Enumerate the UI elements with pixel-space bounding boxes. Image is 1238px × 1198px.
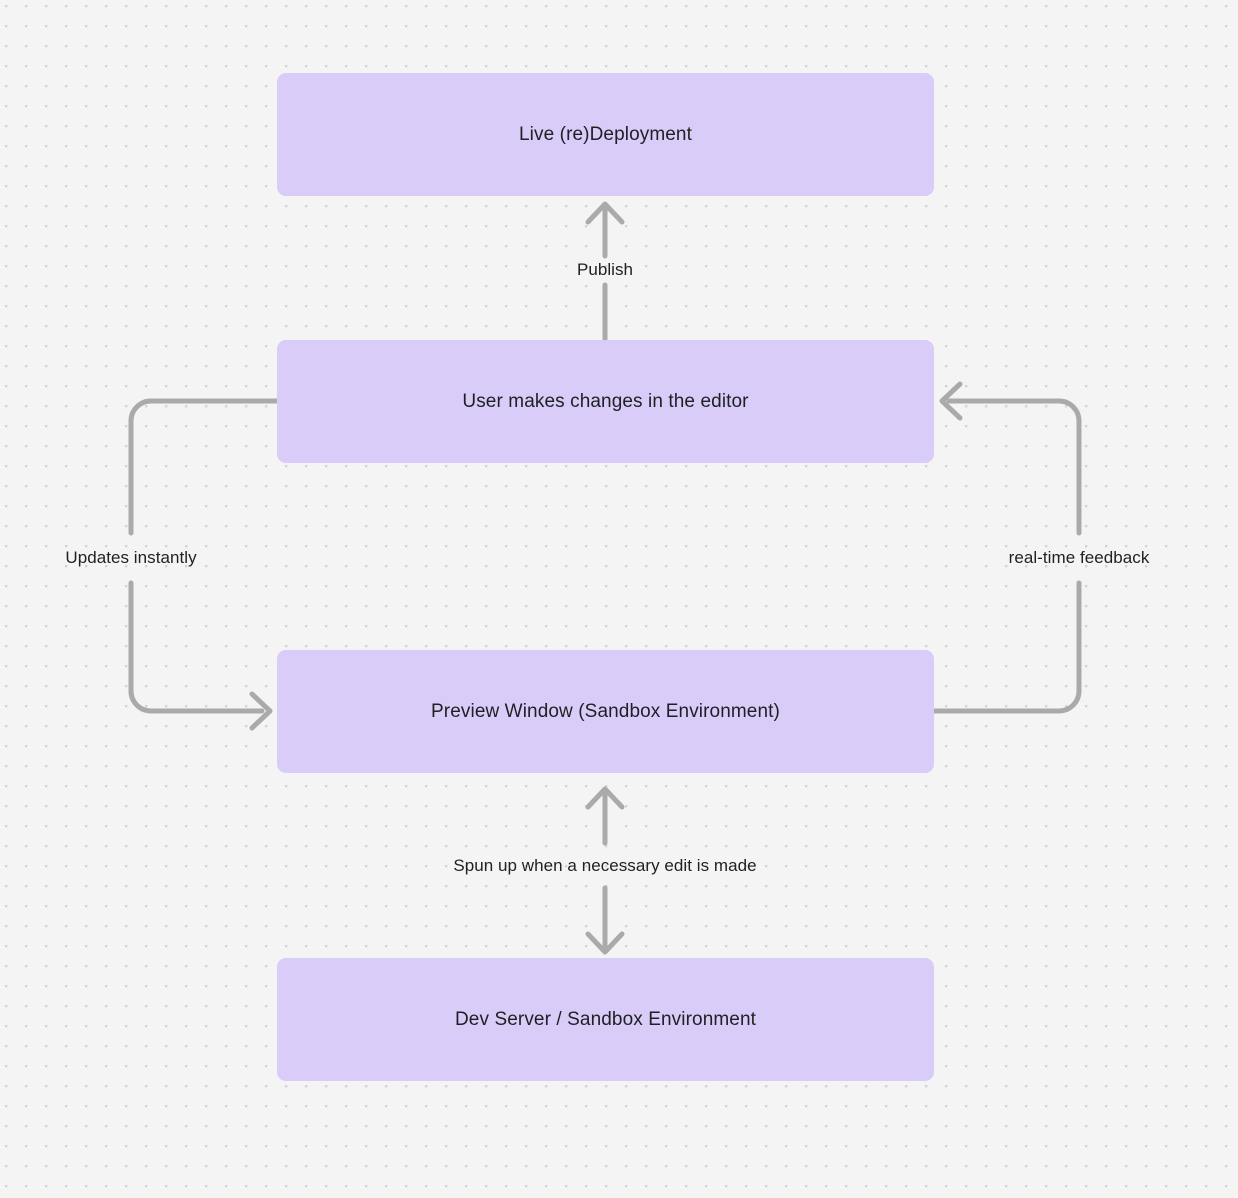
node-dev-server[interactable]: Dev Server / Sandbox Environment <box>277 958 934 1081</box>
arrowhead-down-spun <box>585 931 625 955</box>
arrowhead-left-feedback <box>939 381 963 421</box>
edge-label-spun-up: Spun up when a necessary edit is made <box>453 855 757 875</box>
arrowhead-right-updates <box>249 691 273 731</box>
node-user-edits[interactable]: User makes changes in the editor <box>277 340 934 463</box>
node-label: Preview Window (Sandbox Environment) <box>431 700 780 722</box>
arrowhead-up-publish <box>585 201 625 225</box>
node-label: Dev Server / Sandbox Environment <box>454 1008 756 1030</box>
edge-label-publish: Publish <box>576 259 634 279</box>
arrowhead-up-spun <box>585 786 625 810</box>
node-label: Live (re)Deployment <box>519 123 692 145</box>
node-live-deployment[interactable]: Live (re)Deployment <box>277 73 934 196</box>
edge-label-real-time-feedback: real-time feedback <box>1008 547 1150 567</box>
edge-label-updates-instantly: Updates instantly <box>65 547 197 567</box>
node-label: User makes changes in the editor <box>462 390 749 412</box>
node-preview-window[interactable]: Preview Window (Sandbox Environment) <box>277 650 934 773</box>
